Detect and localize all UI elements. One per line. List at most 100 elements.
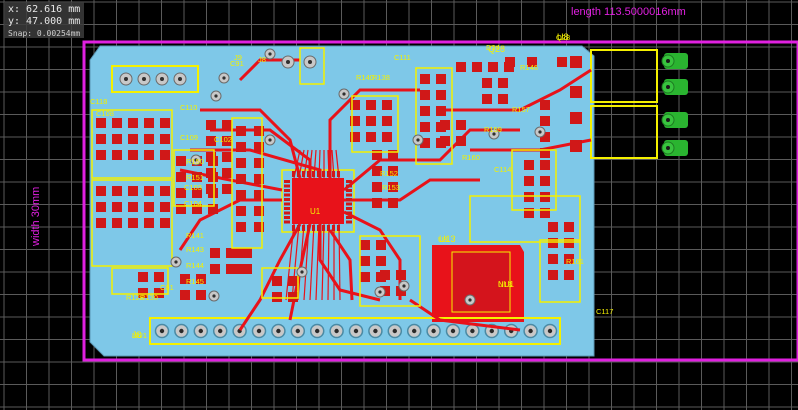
smd-pad (396, 270, 406, 280)
ic-pin (284, 220, 290, 224)
smd-pad (144, 186, 154, 196)
smd-pad (372, 150, 382, 160)
trace (328, 229, 354, 301)
ic-pin (307, 225, 310, 231)
trace (343, 128, 520, 192)
smd-pad (540, 148, 550, 158)
smd-pad (192, 188, 202, 198)
smd-pad (208, 204, 218, 214)
ic-pin (346, 198, 352, 201)
smd-pad (288, 276, 298, 286)
ic-pin (322, 171, 325, 177)
via-hole (402, 284, 406, 288)
smd-pad (128, 186, 138, 196)
readout-x: x: 62.616 mm (8, 4, 81, 15)
smd-pad (226, 248, 236, 258)
smd-pad (420, 122, 430, 132)
silk-box (91, 179, 173, 267)
smd-pad (236, 222, 246, 232)
trace (327, 223, 330, 301)
nu1-ref: NU1 (498, 280, 515, 289)
ic-pin (307, 171, 310, 177)
connector-j9[interactable] (111, 65, 199, 93)
ic-pin (346, 207, 352, 210)
smd-pad (288, 292, 298, 302)
ic-pin (297, 171, 300, 177)
trace (321, 223, 325, 301)
silkscreen-labels: C91C111C108C109C110C118C102C103C104C114C… (90, 33, 613, 340)
smd-pad (254, 222, 264, 232)
via-hole (468, 298, 472, 302)
via-hole (300, 270, 304, 274)
ic-pin (302, 225, 305, 231)
silk-label: R144 (186, 261, 204, 270)
smd-pad (96, 186, 106, 196)
smd-pad (192, 172, 202, 182)
ic-u8-footprint[interactable]: U8 Q28 (488, 32, 658, 159)
smd-pad (254, 126, 264, 136)
smd-pad (236, 142, 246, 152)
smd-pad (524, 176, 534, 186)
smd-pad (144, 202, 154, 212)
smd-pad (376, 256, 386, 266)
ic-pin (284, 211, 290, 215)
j8-pin-hole (256, 328, 262, 334)
ic-pin (332, 171, 335, 177)
trace (200, 108, 302, 179)
smd-pad (206, 168, 216, 178)
smd-pad (456, 136, 466, 146)
smd-pad (505, 57, 515, 67)
smd-pad (382, 116, 392, 126)
smd-pad (382, 100, 392, 110)
ic-u8-silk-bottom (590, 105, 658, 159)
smd-pad (254, 206, 264, 216)
smd-pad (366, 116, 376, 126)
smd-pad (540, 132, 550, 142)
smd-pad (96, 150, 106, 160)
smd-pad (564, 270, 574, 280)
ic-pin (317, 225, 320, 231)
smd-pad (222, 168, 232, 178)
smd-pad (154, 272, 164, 282)
smd-pad (236, 126, 246, 136)
smd-pad (222, 120, 232, 130)
smd-pad (388, 150, 398, 160)
ic-pin (284, 184, 290, 188)
connector-j8-pads (154, 323, 558, 339)
smd-pad (112, 186, 122, 196)
smd-pad (472, 62, 482, 72)
smd-pad (254, 142, 264, 152)
smd-pad (154, 288, 164, 298)
silk-box (511, 149, 557, 211)
trace (309, 223, 315, 301)
smd-pad (540, 100, 550, 110)
smd-pad (96, 118, 106, 128)
smd-pad (524, 208, 534, 218)
header-pin-hole (178, 77, 182, 81)
smd-pad (540, 176, 550, 186)
smd-pad (176, 188, 186, 198)
smd-pad (482, 78, 492, 88)
smd-pad (372, 182, 382, 192)
silk-label: R146 (520, 63, 538, 72)
silk-box (91, 109, 173, 179)
smd-pad (128, 118, 138, 128)
ic-pin (346, 202, 352, 206)
header-pin-hole (308, 60, 312, 64)
ic-pin (327, 171, 330, 177)
connector-j8[interactable]: J8 (132, 317, 561, 345)
j8-pin-hole (373, 328, 378, 334)
ic-u1-footprint[interactable]: U1 (281, 169, 355, 233)
smd-pad (112, 118, 122, 128)
smd-pad (456, 62, 466, 72)
ic-pin (302, 171, 305, 177)
j8-pin-hole (315, 328, 320, 334)
silk-label: C104 (184, 199, 202, 208)
smd-pad (376, 240, 386, 250)
header-pin-hole (160, 77, 164, 81)
ic-u8-ref: U8 (557, 32, 569, 42)
ic-pin (337, 225, 340, 231)
smd-pad (350, 100, 360, 110)
